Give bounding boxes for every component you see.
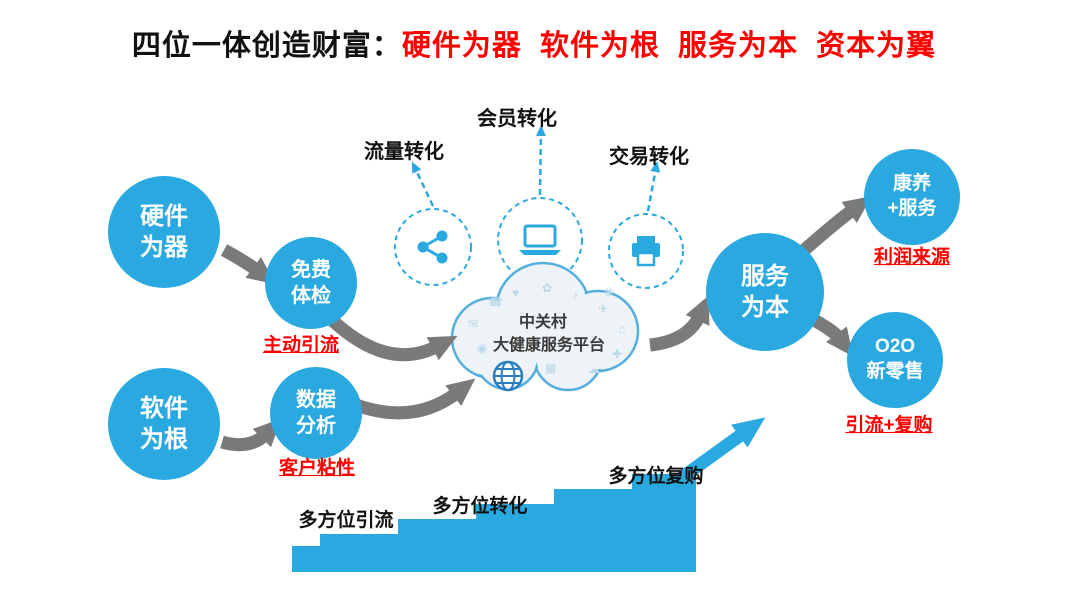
- label-diversion-repurchase: 引流+复购: [845, 415, 933, 436]
- cloud-pattern-icon: ✿: [542, 281, 553, 295]
- laptop-icon: [519, 224, 561, 255]
- node-data-analysis-line1: 数据: [296, 389, 336, 411]
- cloud-pattern-icon: ☁: [588, 362, 600, 376]
- node-data-analysis: 数据 分析: [270, 367, 362, 459]
- arrow-hardware-to-checkup: [220, 244, 276, 285]
- arrow-analysis-to-cloud: [345, 378, 476, 420]
- title-prefix: 四位一体创造财富：: [131, 30, 402, 62]
- node-hardware-line1: 硬件: [140, 202, 188, 230]
- node-software-line1: 软件: [140, 394, 188, 422]
- arrow-software-to-analysis: [220, 418, 282, 452]
- node-free-checkup-line2: 体检: [291, 285, 331, 307]
- node-free-checkup: 免费 体检: [265, 237, 357, 329]
- node-wellness-line1: 康养: [892, 173, 931, 195]
- node-service: 服务 为本: [706, 233, 824, 351]
- arrow-checkup-to-cloud: [327, 315, 458, 362]
- globe-icon: [492, 360, 524, 392]
- arrow-cloud-to-service: [649, 295, 710, 352]
- cloud-pattern-icon: ▦: [545, 361, 557, 375]
- node-o2o-line1: O2O: [874, 336, 916, 358]
- label-multi-conversion: 多方位转化: [432, 496, 528, 517]
- label-customer-stickiness: 客户粘性: [278, 458, 356, 479]
- node-o2o-retail: O2O 新零售: [847, 312, 943, 408]
- node-software-line2: 为根: [140, 426, 188, 453]
- cloud-shape: [450, 261, 640, 392]
- cloud-platform-name-line2: 大健康服务平台: [492, 337, 606, 354]
- node-data-analysis-line2: 分析: [296, 415, 336, 437]
- cloud-pattern-icon: ✈: [598, 302, 609, 316]
- node-wellness-line2: +服务: [887, 198, 937, 219]
- label-active-diversion: 主动引流: [262, 335, 340, 356]
- node-o2o-line2: 新零售: [866, 361, 924, 382]
- label-traffic-conversion: 流量转化: [364, 141, 444, 163]
- cloud-pattern-icon: ☎: [488, 295, 503, 309]
- node-service-line2: 为本: [741, 294, 789, 321]
- cloud-platform-name-line1: 中关村: [518, 314, 568, 331]
- cloud-pattern-icon: ✉: [468, 317, 479, 331]
- node-wellness-service: 康养 +服务: [864, 149, 960, 245]
- node-hardware-line2: 为器: [140, 234, 188, 261]
- cloud-pattern-icon: ⌂: [618, 322, 626, 336]
- title-highlight: 硬件为器 软件为根 服务为本 资本为翼: [401, 30, 937, 62]
- printer-icon: [632, 236, 660, 267]
- member-dashed-arrow: [535, 125, 546, 196]
- cloud-pattern-icon: ◉: [477, 341, 488, 355]
- cloud-pattern-icon: ❀: [604, 285, 615, 299]
- arrow-service-to-wellness: [797, 196, 872, 257]
- share-icon: [417, 230, 448, 264]
- growth-stairs: [292, 474, 696, 572]
- node-hardware: 硬件 为器: [108, 176, 220, 288]
- traffic-conversion-circle: [394, 208, 472, 286]
- growth-arrow: [651, 417, 766, 503]
- cloud-pattern-icon: ✚: [612, 347, 623, 361]
- arrow-service-to-o2o: [810, 314, 854, 357]
- label-multi-diversion: 多方位引流: [298, 510, 394, 531]
- node-free-checkup-line1: 免费: [291, 259, 331, 281]
- label-multi-repurchase: 多方位复购: [608, 466, 704, 487]
- page-title: 四位一体创造财富：硬件为器 软件为根 服务为本 资本为翼: [0, 22, 1068, 64]
- node-service-line1: 服务: [741, 262, 789, 290]
- trade-dashed-arrow: [646, 161, 661, 212]
- label-trade-conversion: 交易转化: [609, 146, 689, 168]
- cloud-pattern-icon: ♪: [572, 288, 578, 302]
- cloud-pattern-icon: ♥: [512, 286, 520, 300]
- node-software: 软件 为根: [108, 368, 220, 480]
- traffic-dashed-arrow: [412, 161, 435, 207]
- label-member-conversion: 会员转化: [477, 108, 557, 130]
- label-profit-source: 利润来源: [873, 247, 951, 268]
